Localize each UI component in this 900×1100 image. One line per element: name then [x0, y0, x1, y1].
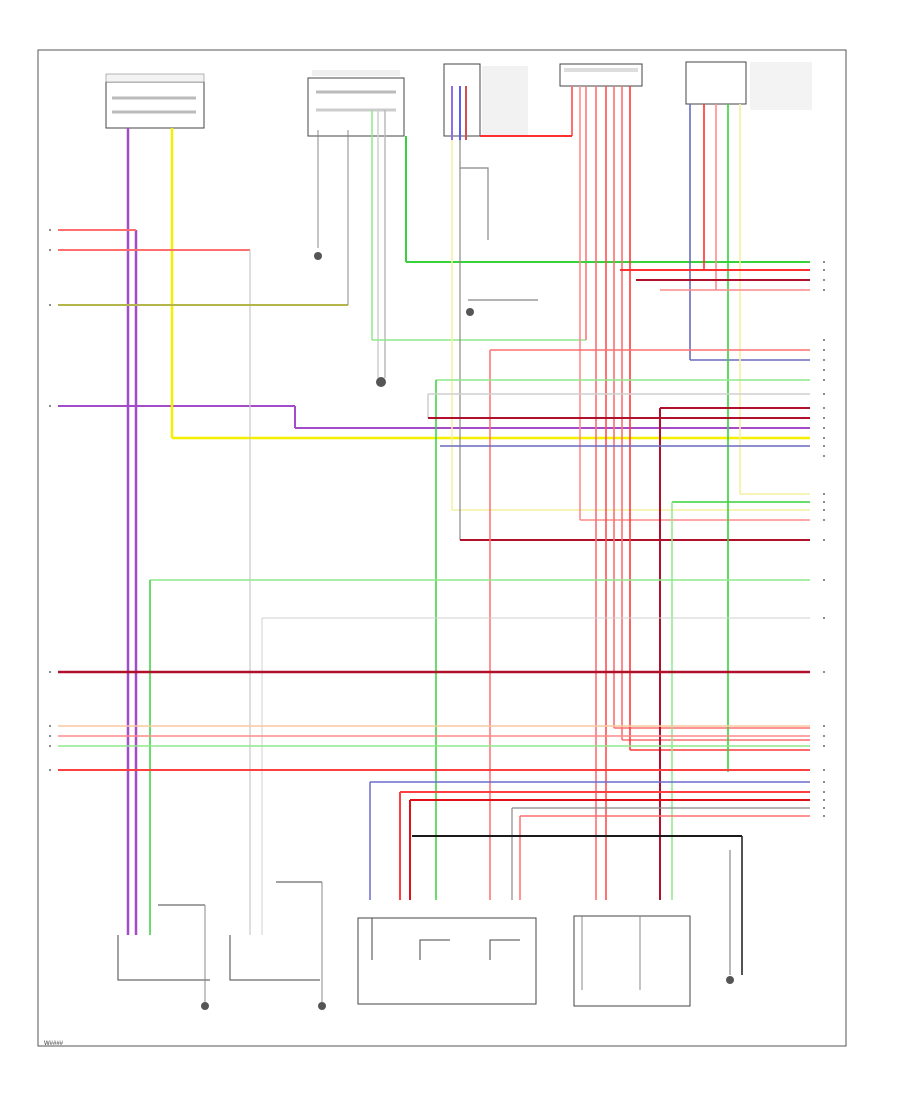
pin-marker — [823, 455, 825, 457]
pin-marker — [823, 735, 825, 737]
pin-marker — [823, 519, 825, 521]
pin-marker — [823, 369, 825, 371]
pin-marker — [823, 437, 825, 439]
pin-marker — [823, 769, 825, 771]
lower-horizontal-bundle — [58, 725, 810, 900]
component-bottom-left-1 — [117, 904, 210, 1010]
yellow-wire — [170, 128, 810, 440]
component-top-right — [685, 61, 812, 110]
red-bundle-top — [480, 86, 810, 900]
connector-top-red-bundle — [559, 63, 643, 87]
pin-marker — [49, 769, 51, 771]
component-bottom-center — [357, 917, 537, 1005]
pin-marker — [823, 379, 825, 381]
pin-marker — [49, 405, 51, 407]
right-edge-pins — [823, 261, 825, 817]
pin-marker — [823, 501, 825, 503]
pin-marker — [823, 725, 825, 727]
pin-marker — [823, 791, 825, 793]
pin-marker — [823, 427, 825, 429]
black-bus-wire — [412, 835, 743, 984]
pin-marker — [823, 815, 825, 817]
pin-marker — [823, 617, 825, 619]
component-top-middle — [307, 70, 405, 137]
pin-marker — [49, 249, 51, 251]
pin-marker — [823, 279, 825, 281]
pin-marker — [49, 671, 51, 673]
pin-marker — [823, 671, 825, 673]
pin-marker — [823, 269, 825, 271]
pin-marker — [823, 781, 825, 783]
left-red-wires — [58, 130, 349, 935]
footer-code: W#### — [44, 1041, 64, 1047]
pin-marker — [823, 799, 825, 801]
connector-top-center — [443, 63, 528, 137]
pin-marker — [823, 359, 825, 361]
green-long-wire — [149, 579, 810, 935]
pin-marker — [823, 539, 825, 541]
pin-marker — [823, 261, 825, 263]
left-edge-pins — [49, 229, 51, 771]
right-horizontal-wires — [427, 349, 810, 900]
pin-marker — [49, 304, 51, 306]
connector-top-left — [105, 73, 205, 129]
component-bottom-left-2 — [229, 881, 326, 1010]
pin-marker — [823, 445, 825, 447]
pin-marker — [823, 393, 825, 395]
pin-marker — [823, 349, 825, 351]
center-ground-wire — [314, 130, 322, 260]
green-wire-top — [405, 136, 810, 263]
diagram-frame — [37, 49, 847, 1047]
pin-marker — [49, 229, 51, 231]
pin-marker — [823, 579, 825, 581]
pin-marker — [49, 725, 51, 727]
top-right-wires — [620, 104, 810, 772]
pin-marker — [823, 493, 825, 495]
pin-marker — [823, 417, 825, 419]
pin-marker — [823, 509, 825, 511]
pin-marker — [49, 735, 51, 737]
pin-marker — [823, 339, 825, 341]
pin-marker — [823, 807, 825, 809]
pin-marker — [823, 407, 825, 409]
component-bottom-right — [573, 915, 691, 1007]
center-connector-wires — [451, 86, 810, 541]
middle-wires — [371, 86, 587, 387]
violet-wire-group — [58, 128, 810, 935]
pin-marker — [49, 745, 51, 747]
pin-marker — [823, 289, 825, 291]
pin-marker — [823, 745, 825, 747]
